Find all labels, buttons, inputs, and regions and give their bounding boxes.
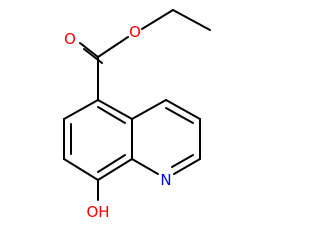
hydroxyl-label: OH [86,203,109,221]
ring-nitrogen-label: N [160,171,171,189]
bond-ethyl-ch3 [172,9,211,31]
bond-ring-c4a-c5 [97,99,133,120]
bond-ring-inner-c8-c8a [97,154,126,173]
carbonyl-oxygen-label: O [64,30,76,48]
bond-ring-inner-c4-c3 [165,107,194,124]
bond-ring-c5-c6 [63,99,99,120]
bond-ring-inner-c4a-c5 [97,106,126,124]
bond-ring-c2-n1 [173,158,201,175]
bond-ring-c4a-c4 [131,99,167,120]
bond-ethyl-ch2-o [141,9,174,30]
bond-ring-n1-c8a [131,158,159,175]
bond-carbonyl-double-a [79,42,99,58]
bond-ring-c4-c3 [165,99,201,120]
structure-drawing: O O N OH [63,9,211,221]
molecule-diagram: O O N OH [63,9,211,221]
bond-ring-c7-c8 [63,158,99,181]
bond-ring-inner-c2-n1 [171,154,194,168]
bond-o-carbonyl-carbon [97,36,129,58]
bond-ring-c8-c8a [97,158,133,181]
ester-oxygen-label: O [129,23,141,41]
